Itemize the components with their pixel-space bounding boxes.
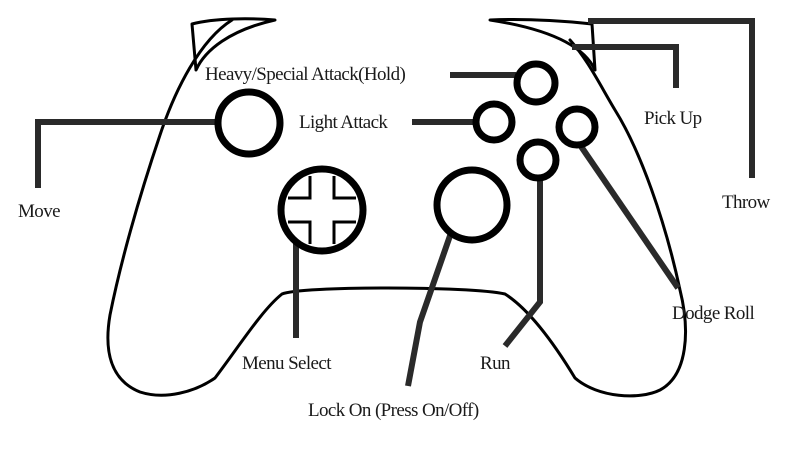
label-light-attack: Light Attack bbox=[299, 112, 388, 133]
left-bumper bbox=[190, 17, 277, 72]
label-menu-select: Menu Select bbox=[242, 353, 332, 374]
label-pick-up: Pick Up bbox=[644, 108, 702, 129]
label-heavy-attack: Heavy/Special Attack(Hold) bbox=[205, 64, 405, 85]
leader-throw bbox=[588, 18, 755, 178]
right-bumper bbox=[488, 17, 597, 72]
face-button-top bbox=[513, 60, 559, 106]
leader-lock-on bbox=[405, 229, 455, 387]
label-run: Run bbox=[480, 353, 511, 374]
label-dodge-roll: Dodge Roll bbox=[672, 303, 754, 324]
left-stick bbox=[214, 88, 284, 158]
right-stick bbox=[433, 166, 511, 244]
controller-body-outline bbox=[106, 18, 687, 398]
leader-dodge-roll bbox=[575, 140, 681, 290]
face-button-left bbox=[472, 100, 516, 144]
face-button-right bbox=[555, 105, 599, 149]
leader-move bbox=[35, 119, 218, 188]
label-lock-on: Lock On (Press On/Off) bbox=[308, 400, 479, 421]
dpad-cross bbox=[288, 176, 356, 244]
label-move: Move bbox=[18, 201, 60, 222]
leader-run bbox=[502, 178, 543, 348]
dpad-ring bbox=[277, 165, 367, 255]
face-button-bottom bbox=[516, 138, 560, 182]
label-throw: Throw bbox=[722, 192, 771, 213]
leader-pick-up bbox=[572, 44, 679, 88]
